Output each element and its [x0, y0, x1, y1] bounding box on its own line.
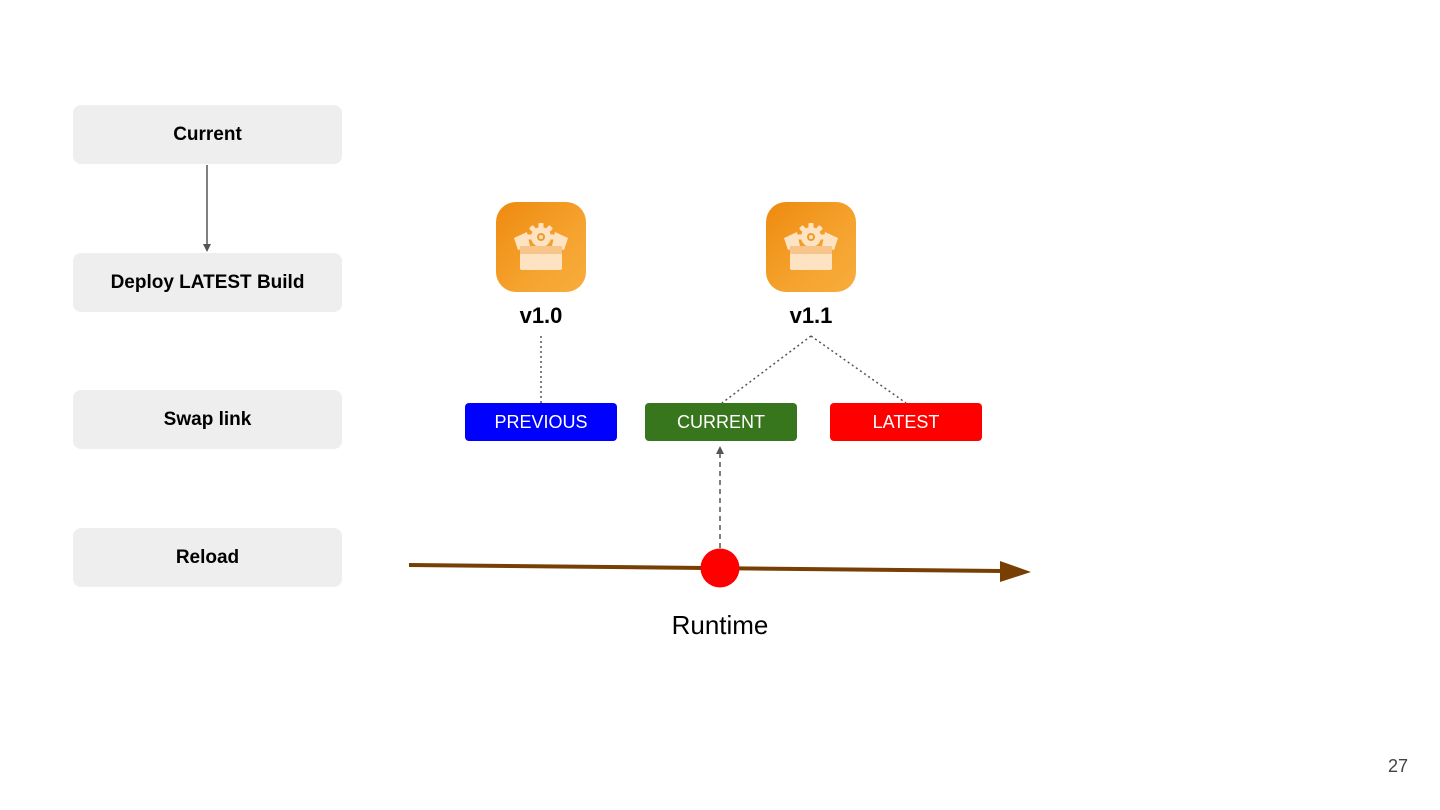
version-label-v1-0: v1.0: [519, 303, 563, 328]
link-tag-previous: PREVIOUS: [465, 403, 617, 441]
step-reload: Reload: [73, 528, 342, 587]
runtime-marker: [700, 548, 740, 588]
link-tag-latest: LATEST: [830, 403, 982, 441]
link-tag-current: CURRENT: [645, 403, 797, 441]
link-latest-to-v1-1: [810, 335, 907, 404]
package-gear-icon: [496, 202, 586, 292]
runtime-label: Runtime: [671, 610, 769, 640]
package-gear-icon: [766, 202, 856, 292]
version-label-v1-1: v1.1: [789, 303, 833, 328]
step-swap-link: Swap link: [73, 390, 342, 449]
link-current-to-v1-1: [721, 335, 812, 404]
page-number: 27: [1387, 756, 1408, 776]
timeline-arrowhead: [1000, 561, 1031, 582]
step-current: Current: [73, 105, 342, 164]
step-deploy-latest-build: Deploy LATEST Build: [73, 253, 342, 312]
